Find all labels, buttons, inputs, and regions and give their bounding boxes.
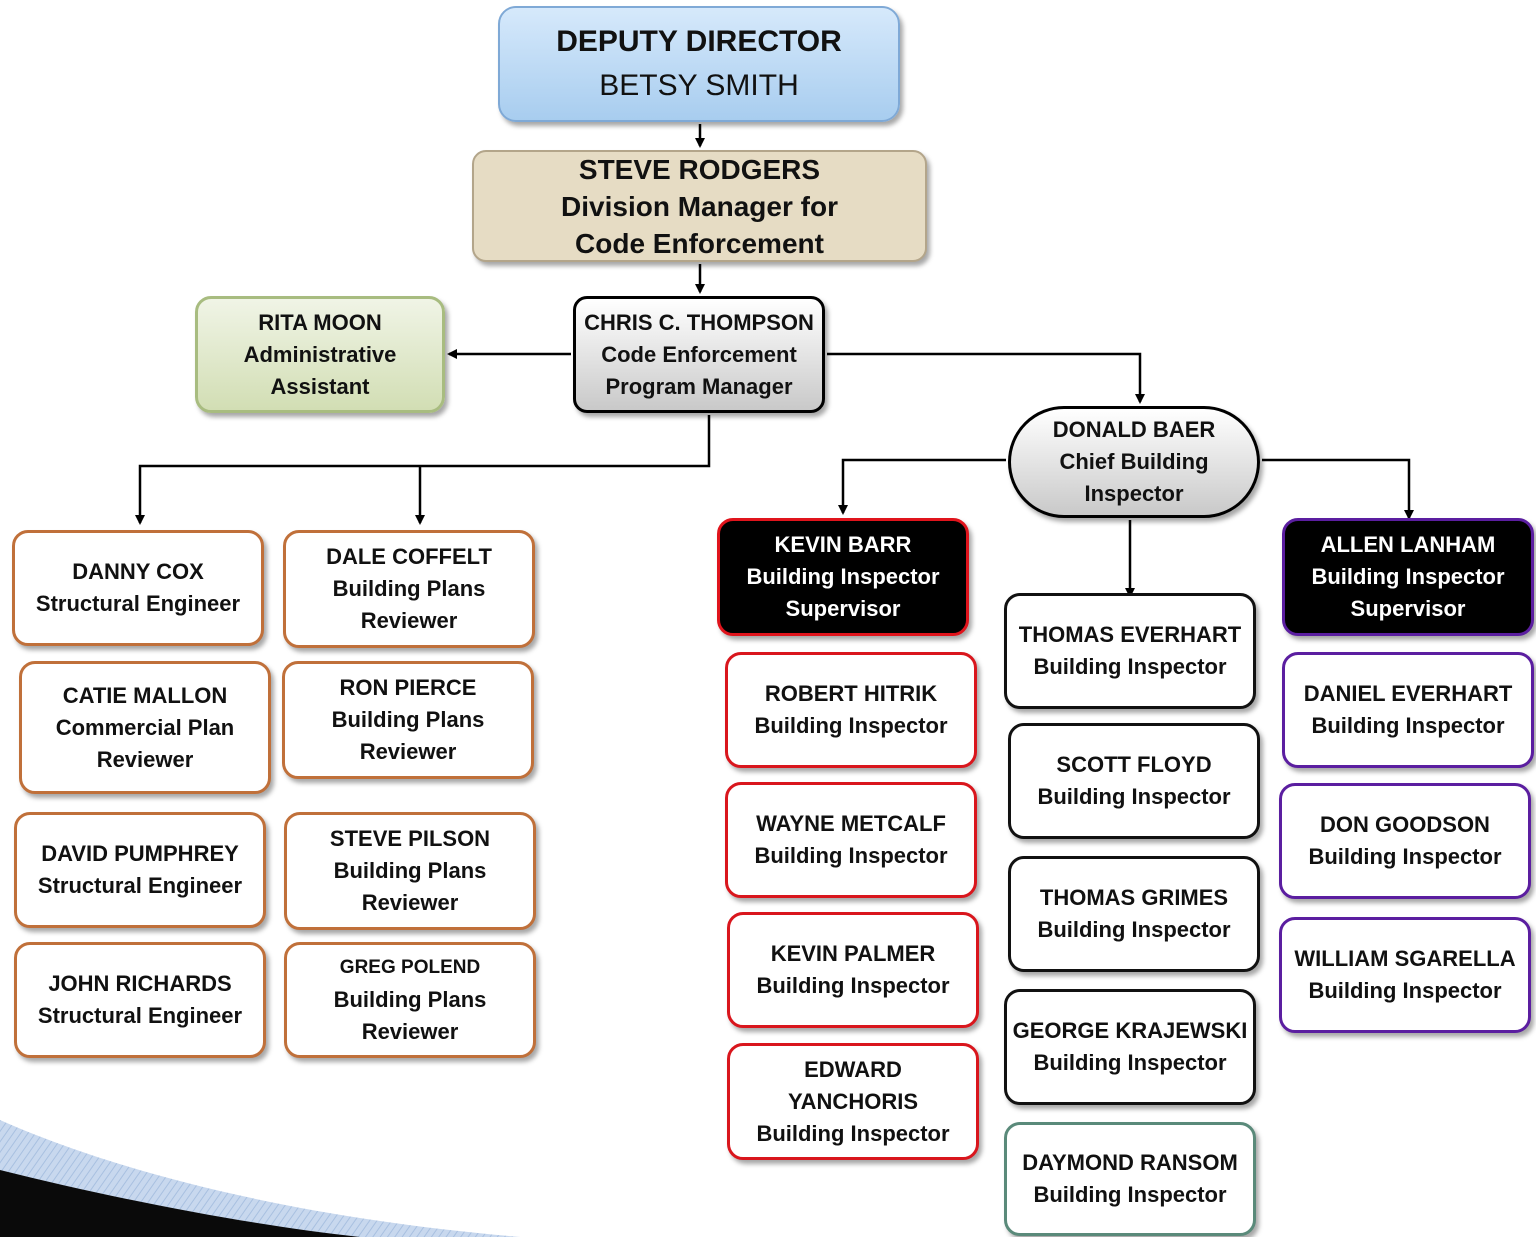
staff-role: Building Plans (332, 576, 486, 601)
staff-name: DANNY COX (72, 559, 204, 584)
inspector-role: Building Inspector (754, 713, 948, 738)
staff-role: Structural Engineer (35, 591, 241, 616)
staff-role: Structural Engineer (37, 873, 243, 898)
chief-name: DONALD BAER (1052, 417, 1216, 442)
staff-box: DANNY COX Structural Engineer (12, 530, 264, 646)
inspector-box: DON GOODSON Building Inspector (1279, 783, 1531, 899)
staff-name: DAVID PUMPHREY (41, 841, 239, 866)
staff-role: Building Plans (333, 987, 487, 1012)
staff-role: Reviewer (361, 1019, 459, 1044)
program-manager-title-1: Code Enforcement (601, 341, 797, 367)
inspector-box: WILLIAM SGARELLA Building Inspector (1279, 917, 1531, 1033)
program-manager-name: CHRIS C. THOMPSON (584, 309, 814, 335)
staff-role: Building Plans (331, 707, 485, 732)
staff-role: Reviewer (361, 890, 459, 915)
inspector-box: GEORGE KRAJEWSKI Building Inspector (1004, 989, 1256, 1105)
inspector-box: SCOTT FLOYD Building Inspector (1008, 723, 1260, 839)
chief-title-2: Inspector (1084, 481, 1184, 506)
supervisor-title: Building Inspector (746, 564, 940, 589)
manager-title-1: Division Manager for (561, 190, 838, 222)
staff-box: STEVE PILSON Building Plans Reviewer (284, 812, 536, 930)
supervisor-title: Supervisor (1350, 596, 1466, 621)
staff-role: Reviewer (359, 739, 457, 764)
inspector-name: DON GOODSON (1320, 812, 1490, 837)
inspector-name: YANCHORIS (788, 1088, 918, 1114)
staff-box: DAVID PUMPHREY Structural Engineer (14, 812, 266, 928)
supervisor-box: KEVIN BARR Building Inspector Supervisor (717, 518, 969, 636)
inspector-box: ROBERT HITRIK Building Inspector (725, 652, 977, 768)
inspector-box: THOMAS GRIMES Building Inspector (1008, 856, 1260, 972)
inspector-name: DAYMOND RANSOM (1022, 1150, 1238, 1175)
staff-role: Commercial Plan (55, 714, 235, 740)
inspector-role: Building Inspector (1033, 654, 1227, 679)
staff-box: JOHN RICHARDS Structural Engineer (14, 942, 266, 1058)
supervisor-box: ALLEN LANHAM Building Inspector Supervis… (1282, 518, 1534, 636)
admin-name: RITA MOON (258, 309, 382, 335)
program-manager-title-2: Program Manager (605, 373, 793, 399)
inspector-name: THOMAS EVERHART (1018, 622, 1242, 647)
inspector-role: Building Inspector (1308, 978, 1502, 1003)
inspector-role: Building Inspector (1308, 844, 1502, 869)
decorative-corner-swoosh (0, 1120, 520, 1237)
inspector-role: Building Inspector (756, 1120, 950, 1146)
staff-box: DALE COFFELT Building Plans Reviewer (283, 530, 535, 648)
admin-title-2: Assistant (270, 373, 370, 399)
inspector-name: DANIEL EVERHART (1303, 681, 1513, 706)
deputy-title: DEPUTY DIRECTOR (556, 25, 842, 58)
inspector-role: Building Inspector (754, 843, 948, 868)
inspector-role: Building Inspector (1037, 784, 1231, 809)
inspector-name: EDWARD (804, 1056, 902, 1082)
inspector-role: Building Inspector (1033, 1182, 1227, 1207)
inspector-role: Building Inspector (1311, 713, 1505, 738)
inspector-box: DANIEL EVERHART Building Inspector (1282, 652, 1534, 768)
staff-name: RON PIERCE (339, 675, 477, 700)
inspector-box: EDWARD YANCHORIS Building Inspector (727, 1043, 979, 1160)
division-manager-box: STEVE RODGERS Division Manager for Code … (472, 150, 927, 262)
admin-title-1: Administrative (243, 341, 397, 367)
staff-name: GREG POLEND (339, 957, 481, 978)
manager-name: STEVE RODGERS (578, 153, 821, 185)
inspector-name: WAYNE METCALF (756, 811, 946, 836)
supervisor-title: Building Inspector (1311, 564, 1505, 589)
staff-box: RON PIERCE Building Plans Reviewer (282, 661, 534, 779)
staff-role: Reviewer (360, 608, 458, 633)
staff-role: Structural Engineer (37, 1003, 243, 1028)
supervisor-name: KEVIN BARR (774, 532, 912, 557)
supervisor-title: Supervisor (785, 596, 901, 621)
inspector-name: THOMAS GRIMES (1039, 885, 1229, 910)
staff-role: Reviewer (96, 746, 194, 772)
deputy-name: BETSY SMITH (599, 69, 799, 102)
inspector-name: SCOTT FLOYD (1056, 752, 1212, 777)
inspector-box: WAYNE METCALF Building Inspector (725, 782, 977, 898)
inspector-role: Building Inspector (1033, 1050, 1227, 1075)
staff-box: CATIE MALLON Commercial Plan Reviewer (19, 661, 271, 794)
supervisor-name: ALLEN LANHAM (1320, 532, 1496, 557)
staff-box: GREG POLEND Building Plans Reviewer (284, 942, 536, 1058)
program-manager-box: CHRIS C. THOMPSON Code Enforcement Progr… (573, 296, 825, 413)
chief-inspector-box: DONALD BAER Chief Building Inspector (1008, 406, 1260, 518)
inspector-name: WILLIAM SGARELLA (1294, 946, 1516, 971)
inspector-name: KEVIN PALMER (770, 941, 936, 966)
inspector-role: Building Inspector (756, 973, 950, 998)
admin-assistant-box: RITA MOON Administrative Assistant (195, 296, 445, 413)
manager-title-2: Code Enforcement (575, 227, 824, 259)
inspector-name: GEORGE KRAJEWSKI (1012, 1018, 1248, 1043)
inspector-box: THOMAS EVERHART Building Inspector (1004, 593, 1256, 709)
staff-name: JOHN RICHARDS (48, 971, 232, 996)
chief-title-1: Chief Building (1059, 449, 1209, 474)
staff-name: CATIE MALLON (62, 682, 228, 708)
staff-name: STEVE PILSON (329, 826, 491, 851)
deputy-director-box: DEPUTY DIRECTOR BETSY SMITH (498, 6, 900, 122)
inspector-box: DAYMOND RANSOM Building Inspector (1004, 1122, 1256, 1236)
staff-role: Building Plans (333, 858, 487, 883)
inspector-box: KEVIN PALMER Building Inspector (727, 912, 979, 1028)
inspector-name: ROBERT HITRIK (764, 681, 938, 706)
staff-name: DALE COFFELT (326, 544, 492, 569)
inspector-role: Building Inspector (1037, 917, 1231, 942)
